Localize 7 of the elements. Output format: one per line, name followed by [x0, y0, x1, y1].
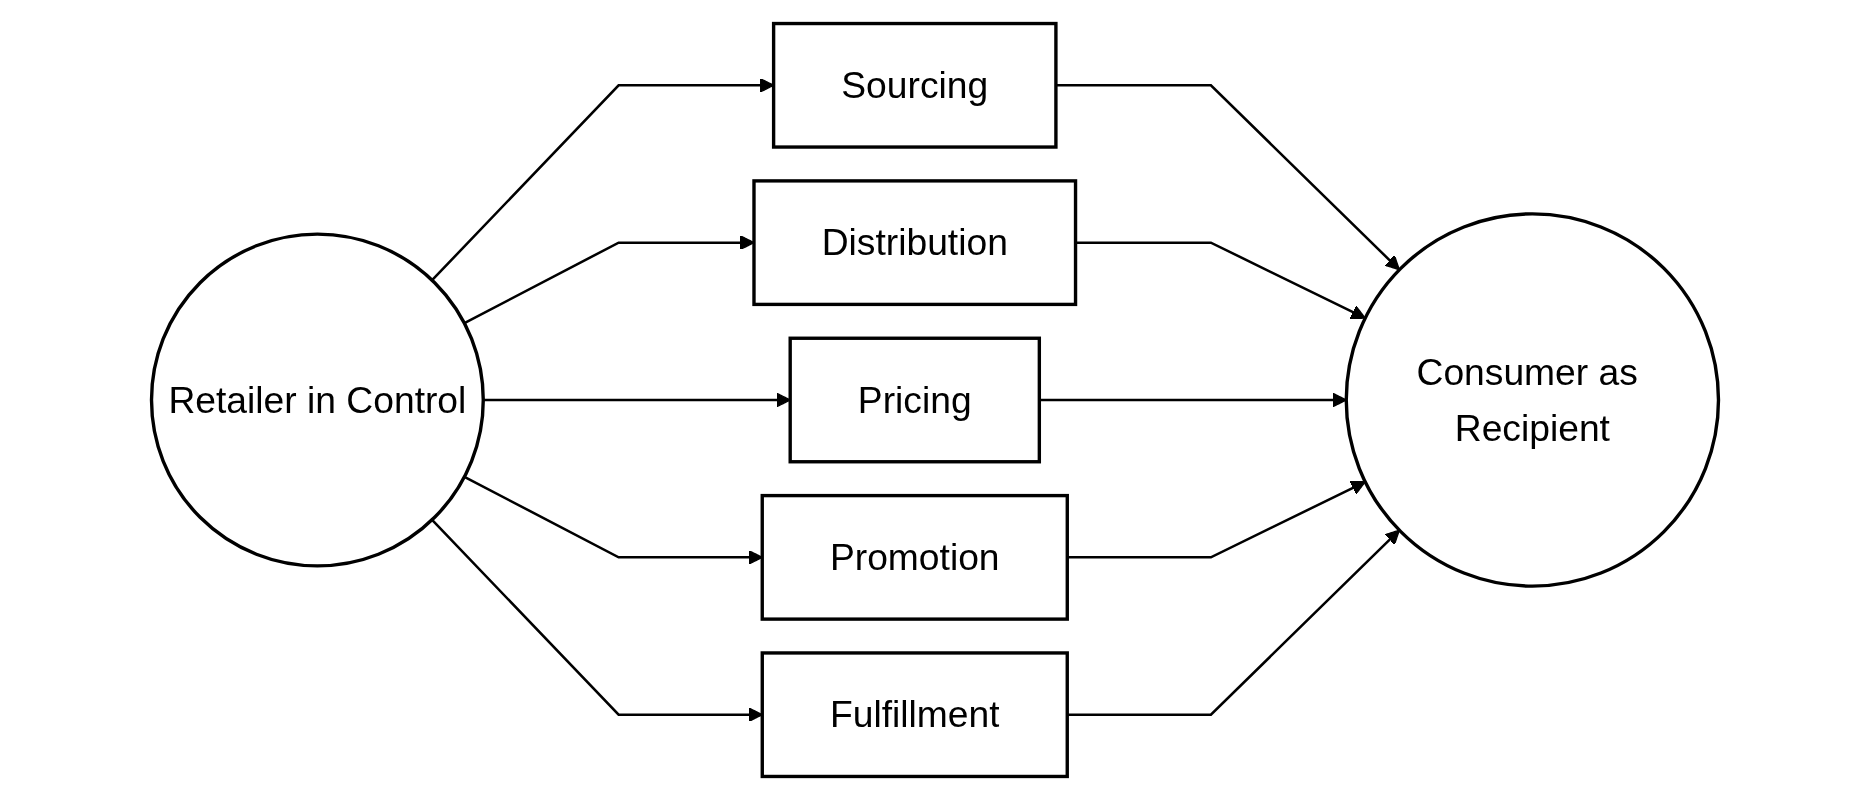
node-box: Pricing: [788, 336, 1041, 463]
node-box: Sourcing: [771, 21, 1058, 149]
node-box: Promotion: [760, 493, 1069, 621]
node-box: Distribution: [752, 178, 1078, 306]
node-circle: Retailer in Control: [149, 231, 485, 568]
node-box: Fulfillment: [760, 650, 1069, 778]
node-circle: Consumer as Recipient: [1344, 211, 1721, 588]
